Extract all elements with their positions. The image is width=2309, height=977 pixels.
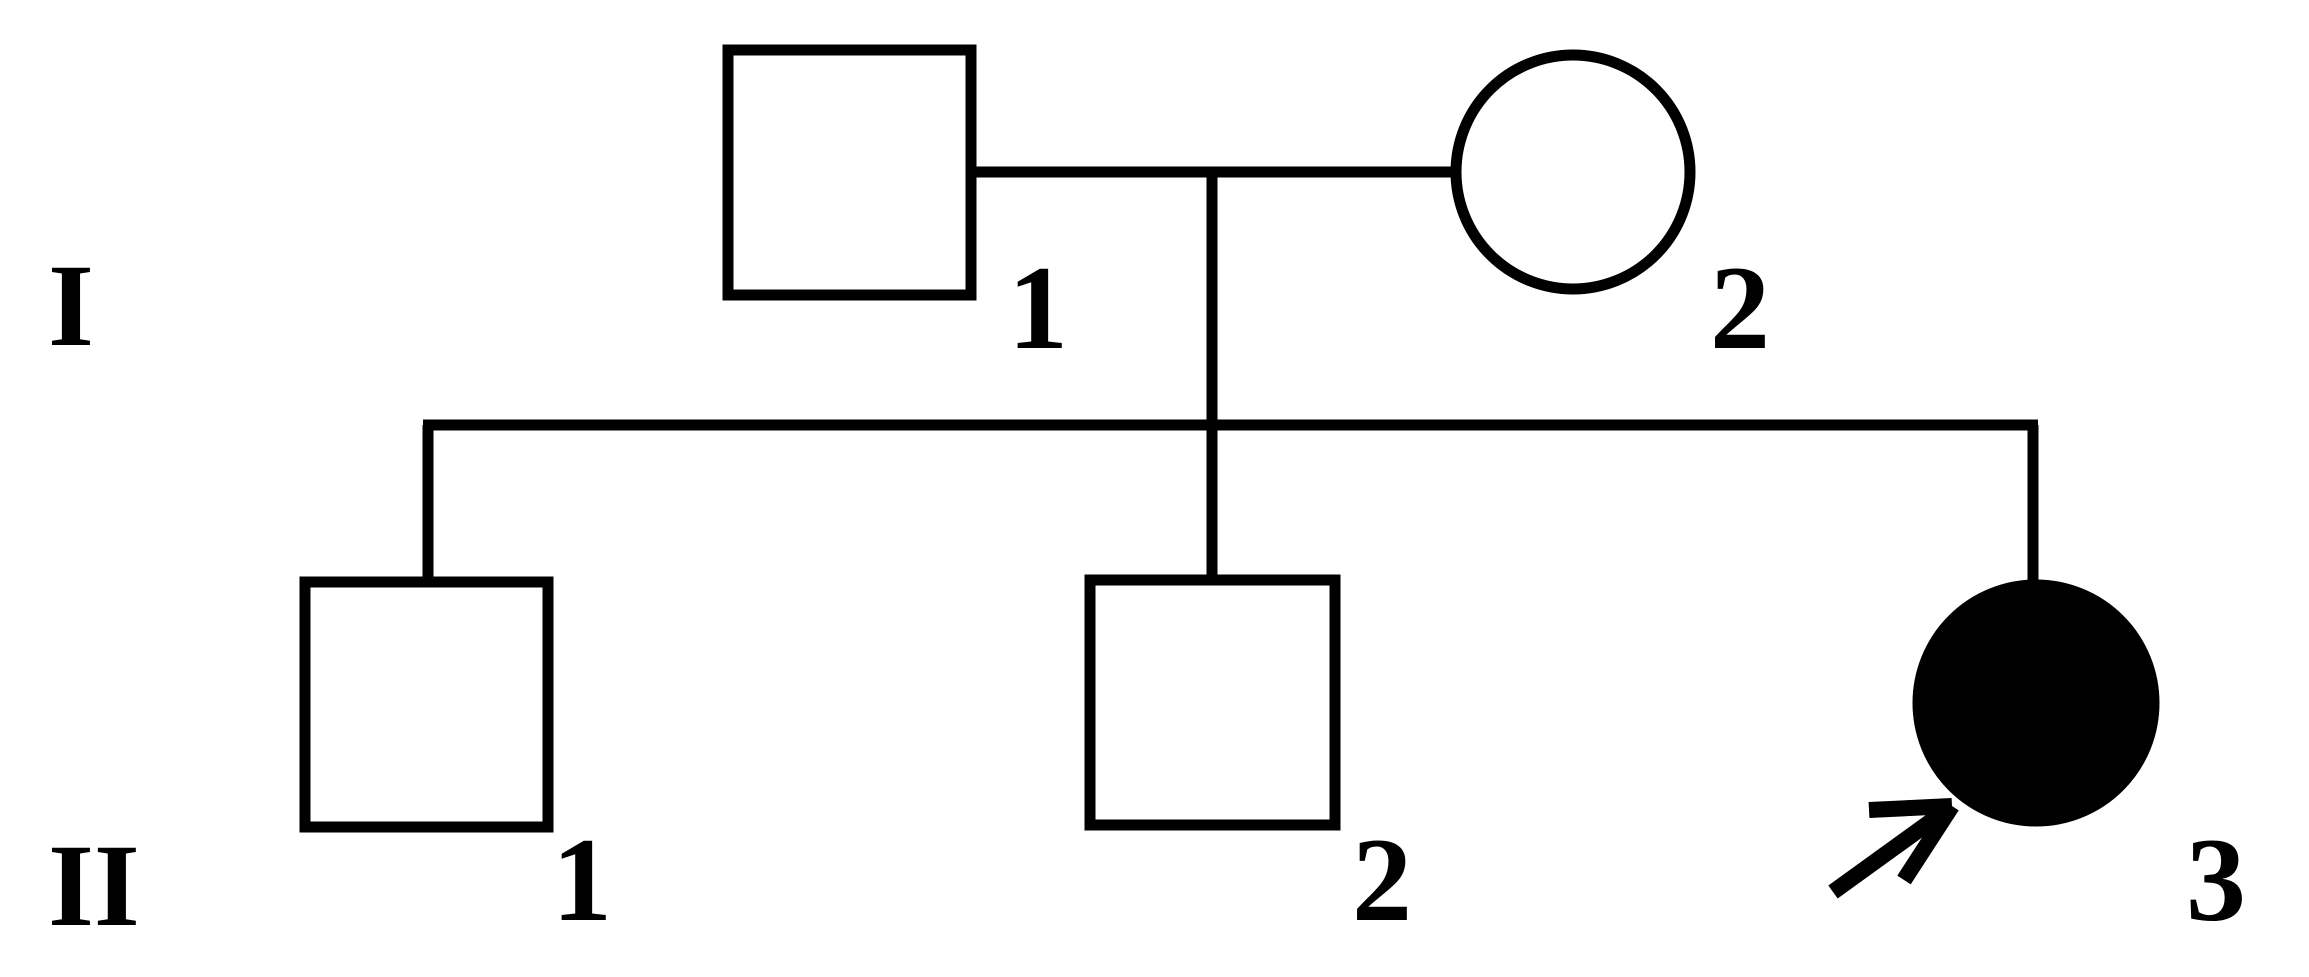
generation-label-II: II (48, 820, 140, 951)
female-symbol-unaffected[interactable] (1450, 49, 1696, 295)
individual-II-2[interactable] (1084, 574, 1341, 831)
male-symbol-unaffected[interactable] (722, 44, 977, 301)
individual-number-II-3: 3 (2186, 813, 2246, 946)
male-symbol-unaffected[interactable] (299, 576, 554, 833)
connection-lines (422, 166, 2039, 585)
individual-number-I-2: 2 (1710, 241, 1770, 374)
individual-number-II-1: 1 (552, 813, 612, 946)
individual-number-II-2: 2 (1352, 813, 1412, 946)
individual-I-2[interactable] (1450, 49, 1696, 295)
text-labels: I II 1 2 1 2 3 (48, 240, 2246, 951)
proband-arrow-icon (1828, 798, 1959, 899)
individual-II-3[interactable] (1912, 579, 2160, 827)
proband-arrow-barb-side (1897, 801, 1959, 885)
generation-label-I: I (48, 240, 94, 371)
female-symbol-affected[interactable] (1912, 579, 2160, 827)
individual-number-I-1: 1 (1008, 241, 1068, 374)
individual-II-1[interactable] (299, 576, 554, 833)
proband-arrow-shaft (1828, 799, 1957, 899)
male-symbol-unaffected[interactable] (1084, 574, 1341, 831)
proband-arrow-barb-top (1868, 798, 1953, 818)
individual-I-1[interactable] (722, 44, 977, 301)
